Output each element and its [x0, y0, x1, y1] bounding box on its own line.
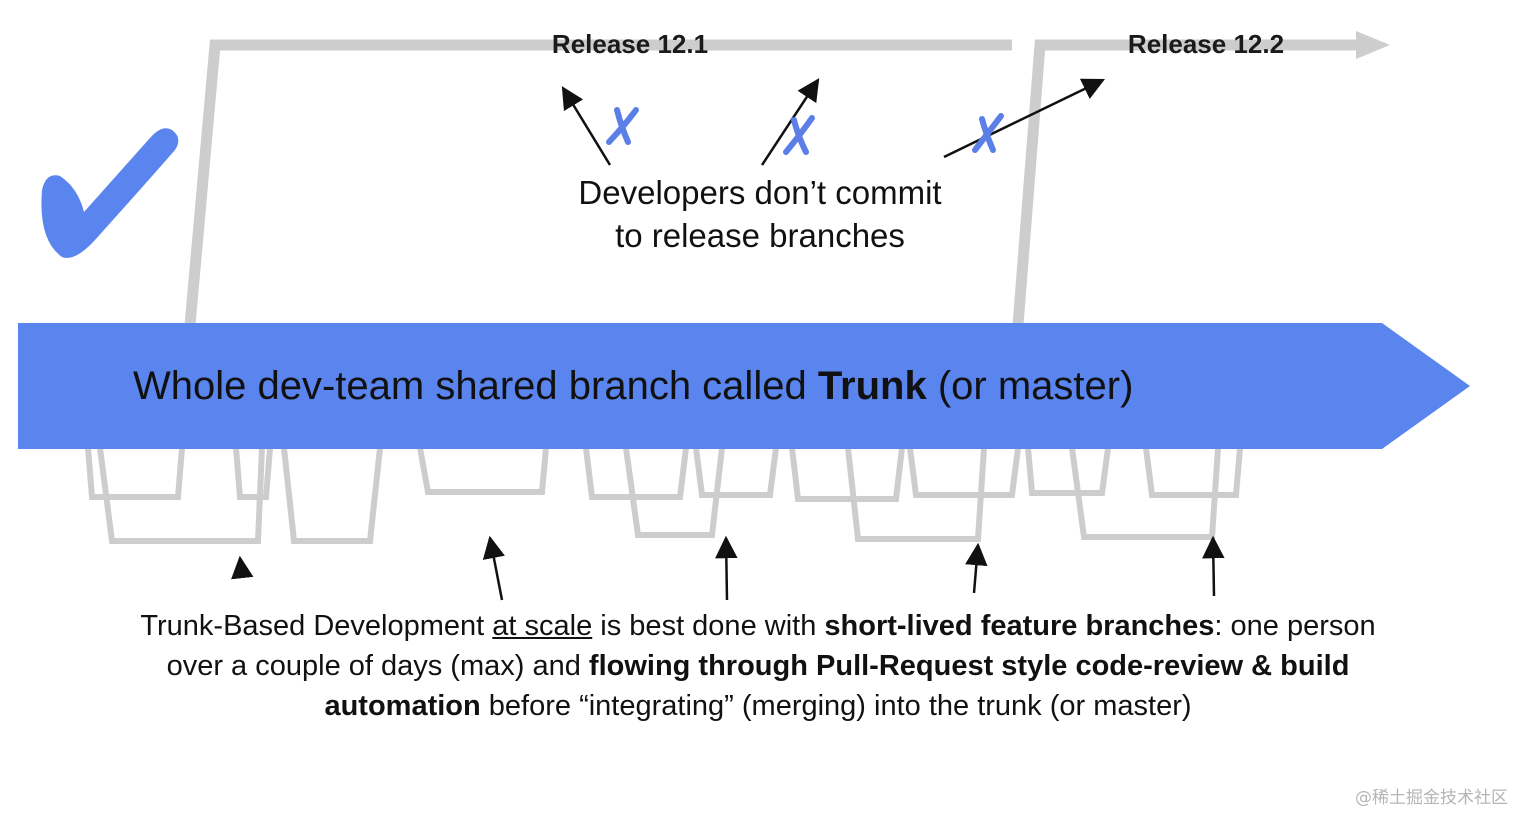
trunk-label: Whole dev-team shared branch called Trun… [133, 364, 1133, 408]
footnote-line-3: automation before “integrating” (merging… [20, 686, 1496, 726]
footnote-text: is best done with [592, 610, 825, 642]
release-branch-12-2 [1012, 31, 1390, 326]
release-branch-12-1 [184, 39, 1012, 326]
feature-branch [1025, 447, 1111, 496]
checkmark-icon [41, 128, 179, 258]
footnote-bold: flowing through Pull-Request style code-… [588, 650, 1350, 682]
feature-branch [85, 447, 185, 500]
release-label-12-1: Release 12.1 [552, 29, 708, 59]
pointer-arrow-2 [482, 535, 505, 601]
release-caption-line-2: to release branches [615, 217, 905, 254]
footnote-bold: short-lived feature branches [824, 610, 1215, 642]
feature-branch [1143, 447, 1243, 498]
feature-branch [789, 447, 905, 502]
feature-branches [85, 447, 1243, 544]
pointer-arrow-4 [965, 542, 988, 594]
footnote-bold: automation [324, 690, 481, 722]
commit-arrow-1 [561, 86, 612, 166]
feature-branch [233, 447, 273, 500]
feature-branch [623, 447, 725, 538]
feature-branch [583, 447, 689, 500]
pointer-arrow-3 [715, 535, 738, 601]
footnote-text: : one person [1214, 610, 1376, 642]
release-branch-arrowhead [1356, 31, 1390, 59]
feature-branch [417, 447, 549, 495]
feature-branch [907, 447, 1021, 498]
trunk-label-suffix: (or master) [927, 364, 1134, 408]
cross-mark-icon [606, 107, 639, 145]
footnote-text: over a couple of days (max) and [166, 650, 589, 682]
cross-mark-icon [783, 115, 815, 155]
footnote-line-1: Trunk-Based Development at scale is best… [20, 606, 1496, 646]
cross-mark-icon [972, 113, 1004, 153]
feature-branch [281, 447, 383, 544]
pointer-arrow-1 [231, 555, 254, 580]
commit-arrow-2 [760, 78, 820, 166]
watermark: @稀土掘金技术社区 [1355, 788, 1508, 808]
trunk-branch [18, 323, 1470, 449]
trunk-label-text: Whole dev-team shared branch called [133, 364, 818, 408]
pointer-arrow-5 [1202, 535, 1225, 597]
release-caption-line-1: Developers don’t commit [578, 174, 941, 211]
footnote-text: Trunk-Based Development [140, 610, 493, 642]
commit-arrow-3 [943, 78, 1106, 159]
feature-branch [693, 447, 779, 498]
footnote: Trunk-Based Development at scale is best… [20, 606, 1496, 726]
trunk-label-bold: Trunk [818, 364, 928, 408]
footnote-text: before “integrating” (merging) into the … [480, 690, 1192, 722]
footnote-underlined: at scale [492, 610, 593, 642]
release-label-12-2: Release 12.2 [1128, 29, 1284, 59]
footnote-line-2: over a couple of days (max) and flowing … [20, 646, 1496, 686]
